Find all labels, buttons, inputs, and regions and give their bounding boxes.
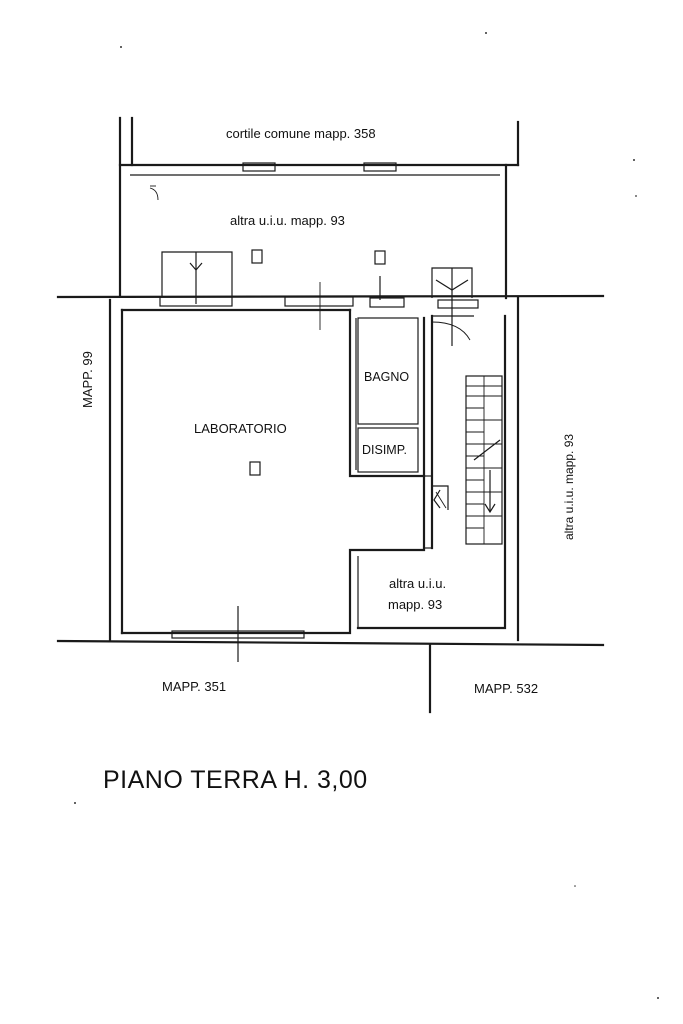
bagno-label: BAGNO <box>364 370 409 384</box>
other-unit-bottom-line2: mapp. 93 <box>388 597 442 612</box>
top-windows <box>159 296 479 309</box>
mapp-351-label: MAPP. 351 <box>162 679 226 694</box>
skylight-box <box>251 249 263 264</box>
other-unit-top-label: altra u.i.u. mapp. 93 <box>230 213 345 228</box>
building-walls <box>120 308 507 635</box>
plan-title: PIANO TERRA H. 3,00 <box>103 766 368 794</box>
laboratorio-label: LABORATORIO <box>194 421 287 436</box>
bagno-room <box>357 317 419 425</box>
bottom-window <box>171 606 305 662</box>
disimp-door <box>432 485 449 510</box>
staircase <box>465 375 503 545</box>
entrance-left <box>161 251 233 304</box>
courtyard-openings <box>149 162 397 201</box>
courtyard-label: cortile comune mapp. 358 <box>226 126 376 141</box>
disimp-room <box>357 427 419 473</box>
other-unit-right-label: altra u.i.u. mapp. 93 <box>562 434 576 540</box>
entry-door <box>431 315 474 341</box>
site-boundaries <box>56 116 605 714</box>
mapp-532-label: MAPP. 532 <box>474 681 538 696</box>
mapp-99-label: MAPP. 99 <box>80 351 95 408</box>
scan-specks <box>74 32 659 999</box>
skylight-box <box>249 461 261 476</box>
other-unit-bottom-line1: altra u.i.u. <box>389 576 446 591</box>
disimp-label: DISIMP. <box>362 443 407 457</box>
skylight-box <box>374 250 386 265</box>
